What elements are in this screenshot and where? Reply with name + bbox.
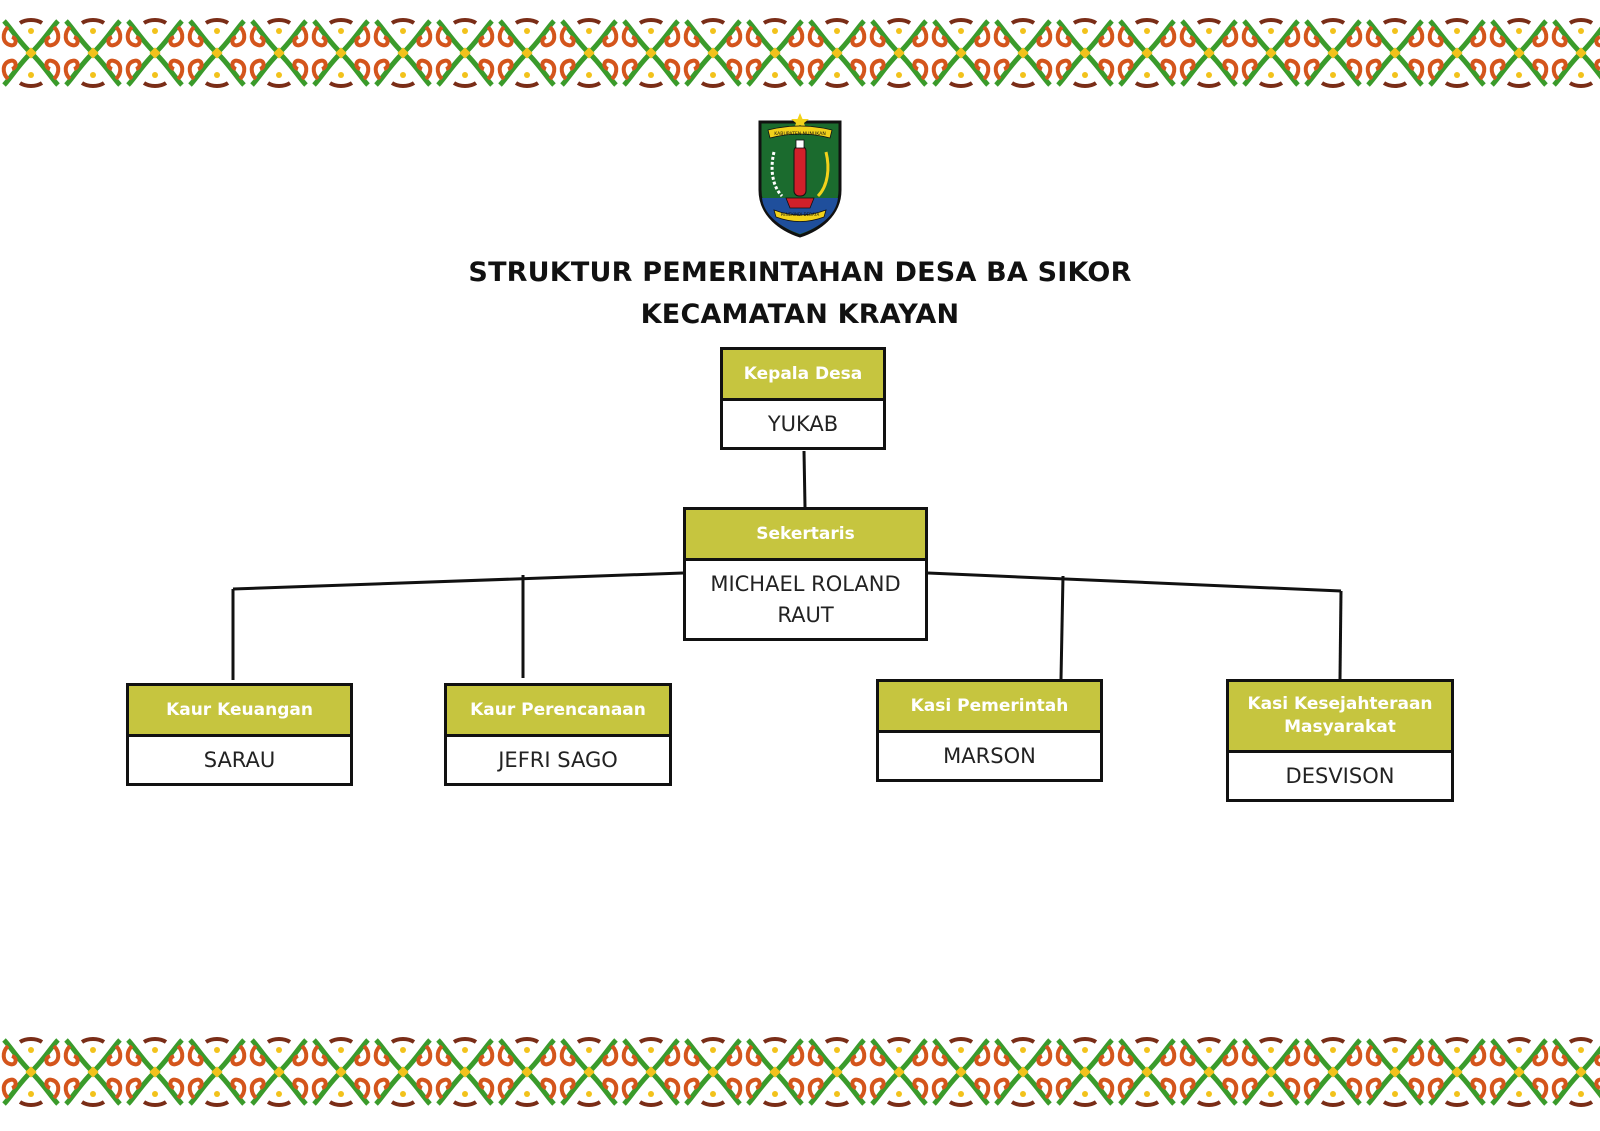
connector-left-branch [232, 571, 684, 591]
ornament-motif [128, 1039, 183, 1105]
ornament-motif [1244, 1039, 1299, 1105]
ornament-motif [1244, 20, 1299, 86]
ornament-motif [1368, 20, 1423, 86]
bottom-ornament-border [0, 1036, 1600, 1108]
connector-right-branch [927, 571, 1342, 593]
ornament-motif [686, 1039, 741, 1105]
ornament-motif [624, 20, 679, 86]
ornament-motif [438, 1039, 493, 1105]
ornament-motif [1492, 20, 1547, 86]
ornament-motif [624, 1039, 679, 1105]
ornament-motif [1182, 20, 1237, 86]
ornament-motif [376, 1039, 431, 1105]
org-box-sekretaris: Sekertaris MICHAEL ROLAND RAUT [683, 507, 928, 641]
ornament-motif [128, 20, 183, 86]
org-role-label: Kaur Keuangan [129, 686, 350, 737]
org-box-kasi-pemerintah: Kasi Pemerintah MARSON [876, 679, 1103, 782]
org-person-name: MICHAEL ROLAND RAUT [710, 572, 901, 627]
ornament-motif [934, 1039, 989, 1105]
ornament-motif [4, 1039, 59, 1105]
emblem-ribbon-bottom: PENEKINDI DEBAYA [781, 212, 820, 217]
org-person-name: SARAU [203, 747, 276, 772]
ornament-motif [376, 20, 431, 86]
ornament-motif [66, 1039, 121, 1105]
ornament-motif [748, 1039, 803, 1105]
connector-pemerintah [1059, 575, 1065, 680]
ornament-motif [562, 1039, 617, 1105]
top-ornament-border [0, 17, 1600, 89]
ornament-motif [934, 20, 989, 86]
ornament-motif [1492, 1039, 1547, 1105]
ornament-motif [4, 20, 59, 86]
ornament-motif [66, 20, 121, 86]
ornament-motif [1306, 1039, 1361, 1105]
ornament-motif [872, 20, 927, 86]
ornament-motif [314, 1039, 369, 1105]
ornament-motif [1058, 1039, 1113, 1105]
org-role-label: Kepala Desa [723, 350, 883, 401]
ornament-motif [996, 20, 1051, 86]
ornament-motif [500, 1039, 555, 1105]
ornament-motif [1120, 20, 1175, 86]
ornament-motif [190, 20, 245, 86]
ornament-motif [872, 1039, 927, 1105]
ornament-motif [314, 20, 369, 86]
org-box-kaur-perencanaan: Kaur Perencanaan JEFRI SAGO [444, 683, 672, 786]
dayak-ornament-icon [0, 17, 1600, 89]
ornament-motif [1120, 1039, 1175, 1105]
ornament-motif [252, 20, 307, 86]
ornament-motif [810, 1039, 865, 1105]
org-box-kasi-kesejahteraan: Kasi Kesejahteraan Masyarakat DESVISON [1226, 679, 1454, 802]
ornament-motif [562, 20, 617, 86]
org-person-name: YUKAB [767, 411, 839, 436]
org-role-label: Kasi Pemerintah [879, 682, 1100, 733]
org-role-label: Kasi Kesejahteraan Masyarakat [1229, 682, 1451, 753]
ornament-motif [1058, 20, 1113, 86]
ornament-motif [1306, 20, 1361, 86]
org-person-name: MARSON [943, 743, 1036, 768]
org-role-label: Sekertaris [686, 510, 925, 561]
ornament-motif [500, 20, 555, 86]
org-role-label: Kaur Perencanaan [447, 686, 669, 737]
ornament-motif [996, 1039, 1051, 1105]
ornament-motif [1430, 1039, 1485, 1105]
ornament-motif [810, 20, 865, 86]
ornament-motif [748, 20, 803, 86]
org-box-kepala-desa: Kepala Desa YUKAB [720, 347, 886, 450]
ornament-motif [1368, 1039, 1423, 1105]
org-box-kaur-keuangan: Kaur Keuangan SARAU [126, 683, 353, 786]
org-person-name: DESVISON [1285, 763, 1395, 788]
ornament-motif [190, 1039, 245, 1105]
ornament-motif [252, 1039, 307, 1105]
ornament-motif [686, 20, 741, 86]
page-title-line-1: STRUKTUR PEMERINTAHAN DESA BA SIKOR [468, 257, 1132, 288]
ornament-motif [1430, 20, 1485, 86]
connector-kepala-sekretaris [802, 450, 807, 508]
emblem-ribbon-top: KABUPATEN NUNUKAN [774, 131, 826, 137]
page-title-line-2: KECAMATAN KRAYAN [640, 299, 960, 330]
org-person-name: JEFRI SAGO [498, 747, 618, 772]
ornament-motif [1182, 1039, 1237, 1105]
kabupaten-emblem: KABUPATEN NUNUKAN PENEKINDI DEBAYA [752, 112, 848, 240]
ornament-motif [438, 20, 493, 86]
dayak-ornament-icon [0, 1036, 1600, 1108]
ornament-motif [1554, 20, 1600, 86]
ornament-motif [1554, 1039, 1600, 1105]
connector-kesejahteraan [1338, 590, 1343, 680]
kabupaten-emblem-icon: KABUPATEN NUNUKAN PENEKINDI DEBAYA [758, 113, 842, 238]
